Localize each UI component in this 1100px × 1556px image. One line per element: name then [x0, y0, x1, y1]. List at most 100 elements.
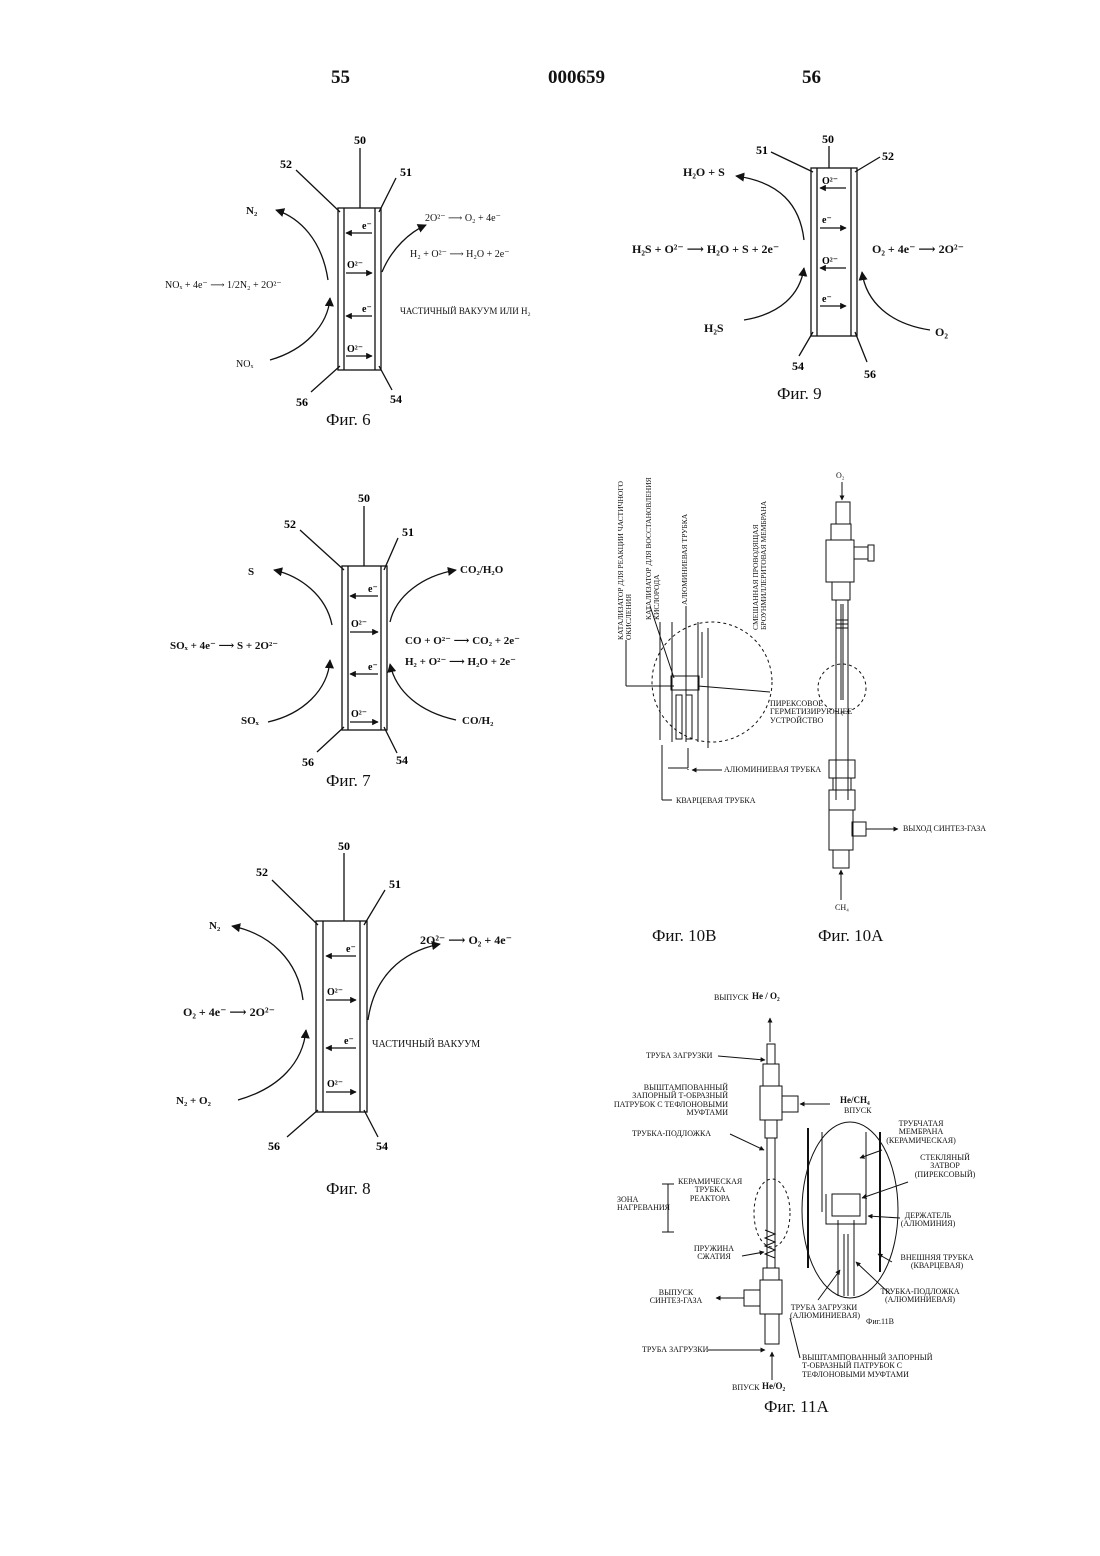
fig8-label-56: 56 — [268, 1139, 280, 1153]
fig10a-outlet: ВЫХОД СИНТЕЗ-ГАЗА — [903, 825, 986, 833]
fig11a-syngas-outlet: ВЫПУСК СИНТЕЗ-ГАЗА — [648, 1289, 704, 1306]
fig9-species-4: e⁻ — [822, 294, 832, 305]
fig11a-heating-zone: ЗОНА НАГРЕВАНИЯ — [617, 1196, 661, 1213]
fig10a-top-gas: O₂ — [836, 472, 845, 480]
fig6-caption: Фиг. 6 — [326, 411, 371, 428]
fig11a-tee-top: ВЫШТАМПОВАННЫЙ ЗАПОРНЫЙ Т-ОБРАЗНЫЙ ПАТРУ… — [610, 1084, 728, 1118]
fig11a-bottom-inlet: ВПУСК — [732, 1384, 759, 1392]
fig11a-load-tube-bottom: ТРУБА ЗАГРУЗКИ — [642, 1346, 708, 1354]
fig7-species-3: e⁻ — [368, 662, 378, 673]
fig11a-top-outlet: ВЫПУСК — [714, 994, 748, 1002]
fig6-right-reaction-1: 2O²⁻ ⟶ O₂ + 4e⁻ — [425, 214, 501, 224]
fig8-right-reaction: 2O²⁻ ⟶ O₂ + 4e⁻ — [420, 934, 512, 946]
fig11b-support-alu: ТРУБКА-ПОДЛОЖКА (АЛЮМИНИЕВАЯ) — [878, 1288, 962, 1305]
fig8-left-product: N₂ — [209, 921, 220, 932]
fig6-species-3: e⁻ — [362, 304, 372, 315]
fig7-right-reaction-2: H₂ + O²⁻ ⟶ H₂O + 2e⁻ — [405, 657, 516, 668]
fig9-label-50: 50 — [822, 132, 834, 146]
fig7-left-product: S — [248, 567, 254, 578]
fig10b-caption: Фиг. 10B — [652, 927, 716, 944]
fig7-left-reactant: SOₓ — [241, 716, 259, 727]
fig8-left-reactant: N₂ + O₂ — [176, 1096, 211, 1107]
fig11a-tee-bottom: ВЫШТАМПОВАННЫЙ ЗАПОРНЫЙ Т-ОБРАЗНЫЙ ПАТРУ… — [802, 1354, 934, 1379]
fig10b-label-quartz-tube: КВАРЦЕВАЯ ТРУБКА — [676, 797, 756, 805]
fig11b-holder: ДЕРЖАТЕЛЬ (АЛЮМИНИЯ) — [898, 1212, 958, 1229]
fig9-right-reactant: O₂ — [935, 326, 948, 338]
fig10b-label-seal: ПИРЕКСОВОЕ ГЕРМЕТИЗИРУЮЩЕЕ УСТРОЙСТВО — [770, 700, 844, 725]
fig10b-label-oxygen-reduction-catalyst: КАТАЛИЗАТОР ДЛЯ ВОССТАНОВЛЕНИЯ КИСЛОРОДА — [645, 452, 661, 620]
fig11a-spring: ПРУЖИНА СЖАТИЯ — [693, 1245, 735, 1262]
fig6-label-56: 56 — [296, 395, 308, 409]
fig7-right-product: CO₂/H₂O — [460, 565, 503, 576]
fig9-right-reaction: O₂ + 4e⁻ ⟶ 2O²⁻ — [872, 243, 964, 255]
fig9-species-3: O²⁻ — [822, 256, 838, 267]
fig8-species-4: O²⁻ — [327, 1079, 343, 1090]
fig6-label-52: 52 — [280, 157, 292, 171]
fig7-label-52: 52 — [284, 517, 296, 531]
fig8-right-condition: ЧАСТИЧНЫЙ ВАКУУМ — [372, 1040, 480, 1050]
fig11b-membrane: ТРУБЧАТАЯ МЕМБРАНА (КЕРАМИЧЕСКАЯ) — [880, 1120, 962, 1145]
fig6-left-reactant: NOₓ — [236, 360, 253, 370]
fig9-left-reaction: H₂S + O²⁻ ⟶ H₂O + S + 2e⁻ — [632, 243, 779, 255]
fig11b-drawing — [802, 1122, 908, 1300]
fig10b-label-mixed-membrane: СМЕШАННАЯ ПРОВОДЯЩАЯ БРОУНМИЛЛЕРИТОВАЯ М… — [752, 480, 768, 630]
fig9-label-56: 56 — [864, 367, 876, 381]
fig9-left-product: H₂O + S — [683, 166, 725, 178]
fig10b-label-partial-oxidation-catalyst: КАТАЛИЗАТОР ДЛЯ РЕАКЦИИ ЧАСТИЧНОГО ОКИСЛ… — [617, 480, 633, 640]
fig11a-top-outlet-gas: He / O₂ — [752, 992, 780, 1001]
fig6-species-1: e⁻ — [362, 221, 372, 232]
fig7-label-56: 56 — [302, 755, 314, 769]
fig6-species-2: O²⁻ — [347, 260, 363, 271]
fig8-label-52: 52 — [256, 865, 268, 879]
fig8-label-54: 54 — [376, 1139, 388, 1153]
fig9-left-reactant: H₂S — [704, 322, 724, 334]
fig11b-caption: Фиг.11B — [866, 1318, 894, 1326]
fig11a-load-tube-top: ТРУБА ЗАГРУЗКИ — [646, 1052, 712, 1060]
fig7-right-reaction-1: CO + O²⁻ ⟶ CO₂ + 2e⁻ — [405, 636, 520, 647]
fig7-species-2: O²⁻ — [351, 619, 367, 630]
fig11a-inlet-right: ВПУСК — [844, 1107, 871, 1115]
fig8-label-50: 50 — [338, 839, 350, 853]
fig9-species-2: e⁻ — [822, 215, 832, 226]
fig11a-caption: Фиг. 11А — [764, 1398, 829, 1415]
fig10b-label-alu-tube-vertical: АЛЮМИНИЕВАЯ ТРУБКА — [681, 514, 689, 605]
fig10a-bottom-gas: CH₄ — [835, 904, 849, 912]
fig9-label-52: 52 — [882, 149, 894, 163]
fig6-label-50: 50 — [354, 133, 366, 147]
fig7-label-50: 50 — [358, 491, 370, 505]
fig8-caption: Фиг. 8 — [326, 1180, 371, 1197]
fig7-label-54: 54 — [396, 753, 408, 767]
fig6-label-51: 51 — [400, 165, 412, 179]
fig9-label-51: 51 — [756, 143, 768, 157]
fig10a-drawing — [818, 482, 898, 900]
fig11b-load-tube-alu: ТРУБА ЗАГРУЗКИ (АЛЮМИНИЕВАЯ) — [790, 1304, 858, 1321]
fig6-left-product: N₂ — [246, 206, 257, 217]
fig7-species-4: O²⁻ — [351, 709, 367, 720]
fig7-left-reaction: SOₓ + 4e⁻ ⟶ S + 2O²⁻ — [170, 641, 278, 652]
fig6-right-reaction-2: H₂ + O²⁻ ⟶ H₂O + 2e⁻ — [410, 250, 509, 260]
fig9-caption: Фиг. 9 — [777, 385, 822, 402]
fig11b-glass-seal: СТЕКЛЯНЫЙ ЗАТВОР (ПИРЕКСОВЫЙ) — [908, 1154, 982, 1179]
fig11a-he-ch4: He/CH₄ — [840, 1096, 870, 1105]
fig7-label-51: 51 — [402, 525, 414, 539]
fig8-species-2: O²⁻ — [327, 987, 343, 998]
fig11a-ceramic-tube: КЕРАМИЧЕСКАЯ ТРУБКА РЕАКТОРА — [678, 1178, 742, 1203]
fig8-left-reaction: O₂ + 4e⁻ ⟶ 2O²⁻ — [183, 1006, 275, 1018]
fig9-label-54: 54 — [792, 359, 804, 373]
fig8-species-1: e⁻ — [346, 944, 356, 955]
fig10a-caption: Фиг. 10A — [818, 927, 883, 944]
fig11a-support-tube: ТРУБКА-ПОДЛОЖКА — [632, 1130, 711, 1138]
fig7-caption: Фиг. 7 — [326, 772, 371, 789]
fig11b-outer-tube: ВНЕШНЯЯ ТРУБКА (КВАРЦЕВАЯ) — [900, 1254, 974, 1271]
fig7-right-reactant: CO/H₂ — [462, 716, 493, 727]
fig10b-label-alu-tube: АЛЮМИНИЕВАЯ ТРУБКА — [724, 766, 821, 774]
fig6-species-4: O²⁻ — [347, 344, 363, 355]
fig6-left-reaction: NOₓ + 4e⁻ ⟶ 1/2N₂ + 2O²⁻ — [165, 281, 282, 291]
fig8-species-3: e⁻ — [344, 1036, 354, 1047]
fig6-right-condition: ЧАСТИЧНЫЙ ВАКУУМ ИЛИ H₂ — [400, 307, 531, 316]
fig8-label-51: 51 — [389, 877, 401, 891]
fig9-species-1: O²⁻ — [822, 176, 838, 187]
fig6-label-54: 54 — [390, 392, 402, 406]
